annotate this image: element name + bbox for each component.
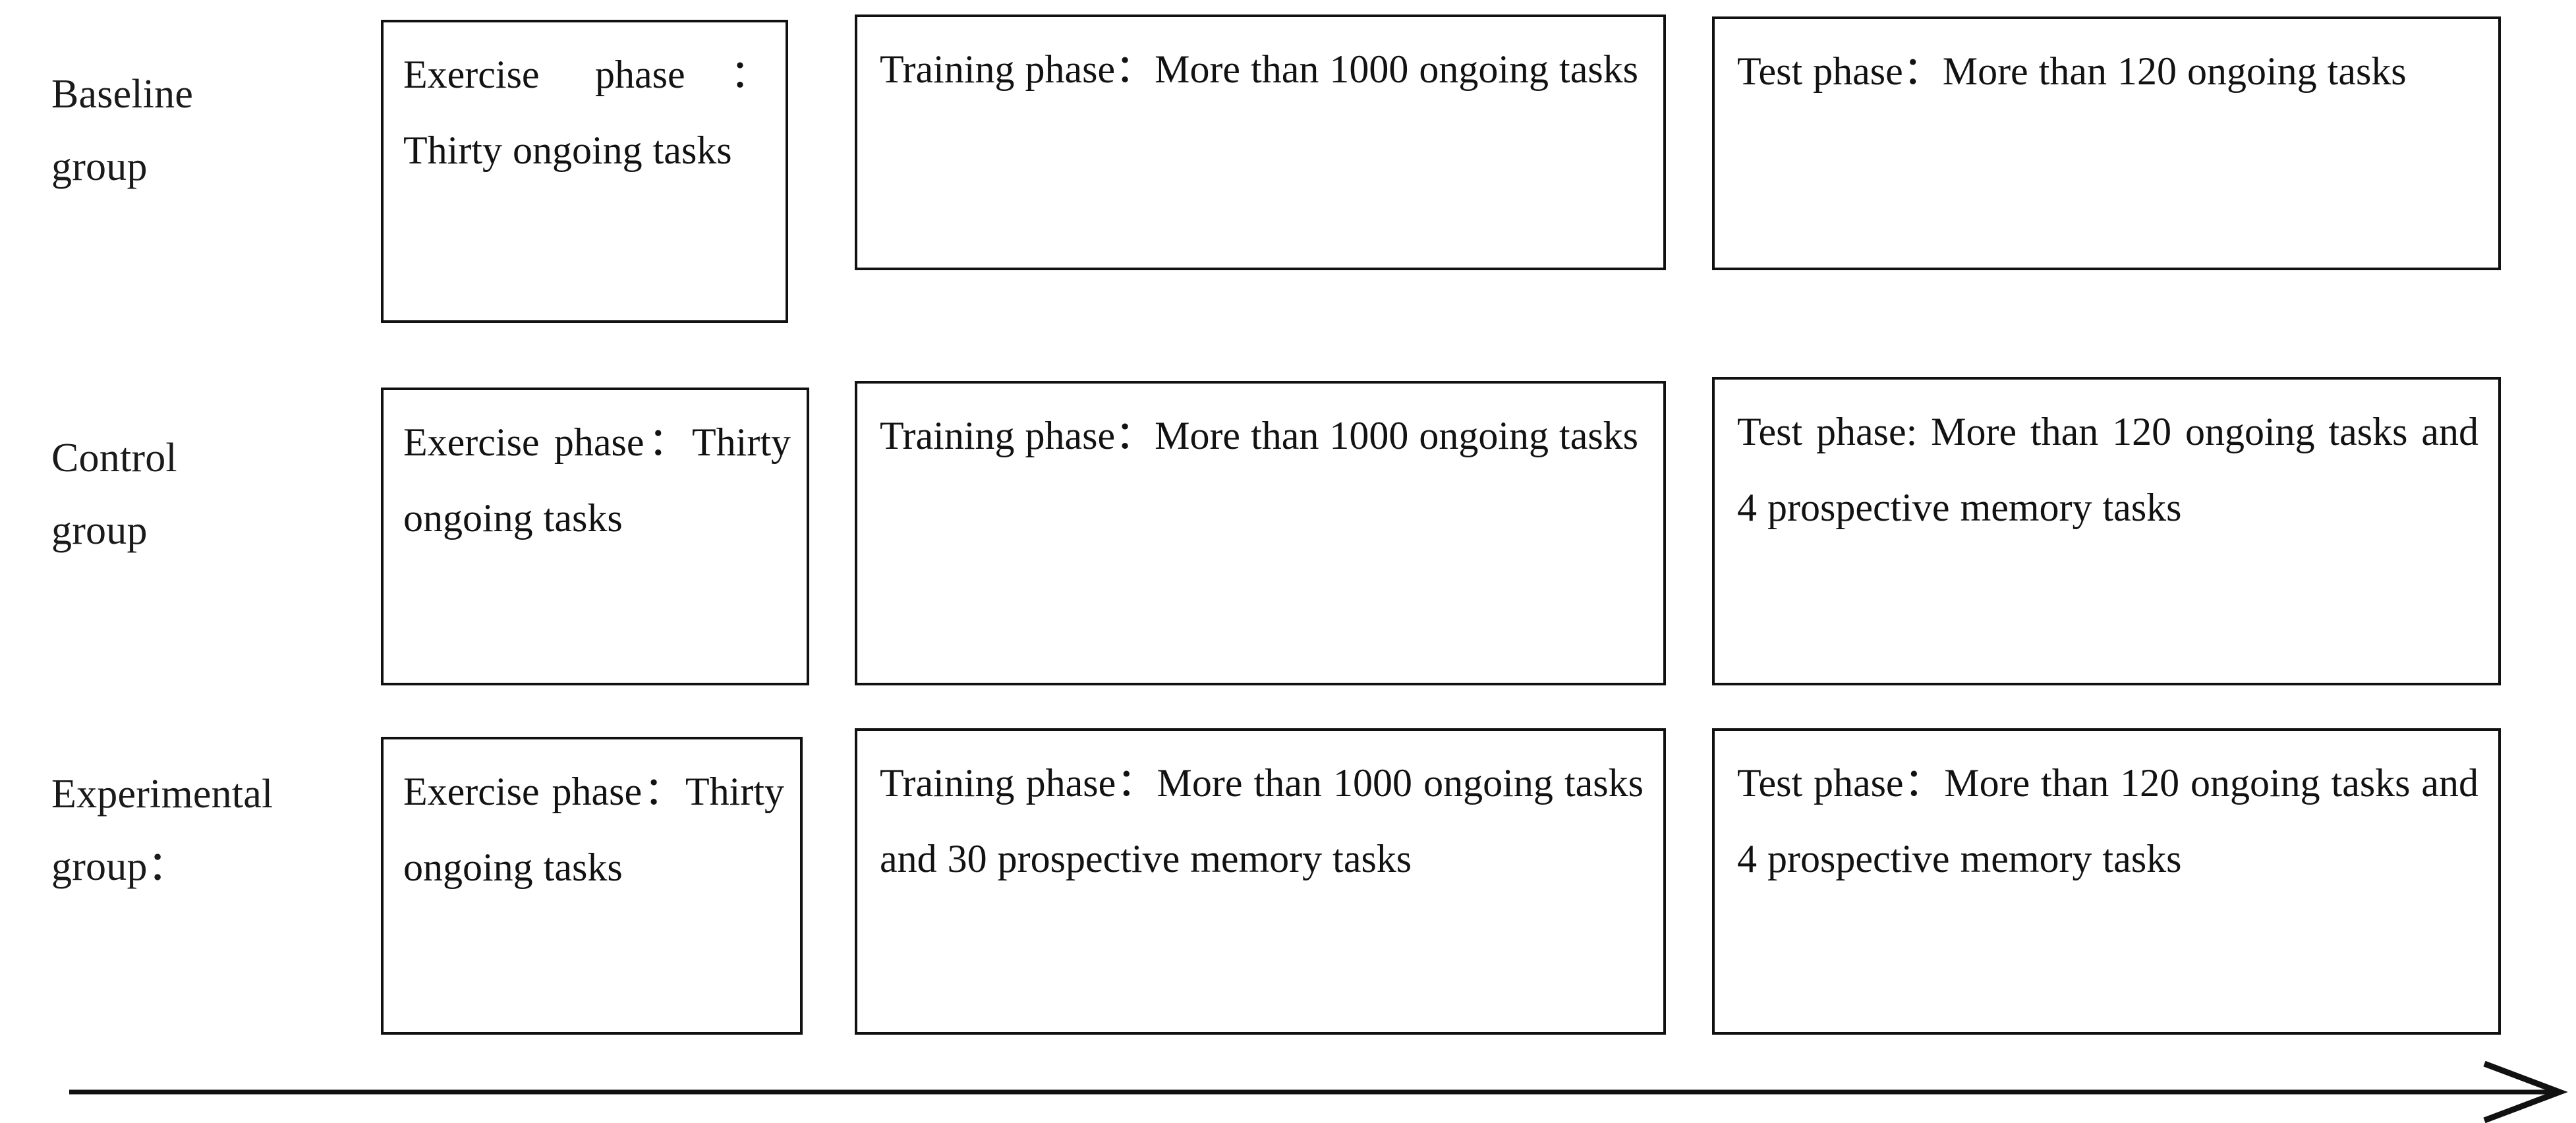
timeline-arrow-icon [69,1060,2568,1123]
phase-box-experimental-exercise: Exercise phase：Thirty ongoing tasks [381,737,803,1035]
row-label-baseline: Baseline group [51,72,194,190]
phase-text-control-test: Test phase: More than 120 ongoing tasks … [1737,410,2478,530]
phase-text-baseline-test: Test phase：More than 120 ongoing tasks [1737,49,2407,93]
row-label-experimental: Experimental group： [51,772,273,890]
phase-box-control-exercise: Exercise phase：Thirty ongoing tasks [381,388,809,685]
phase-text-control-training: Training phase：More than 1000 ongoing ta… [880,414,1639,457]
phase-text-control-exercise: Exercise phase：Thirty ongoing tasks [403,420,791,540]
phase-box-baseline-training: Training phase：More than 1000 ongoing ta… [855,14,1666,270]
phase-text-baseline-exercise: Exercise phase：Thirty ongoing tasks [403,53,770,173]
phase-text-experimental-training: Training phase：More than 1000 ongoing ta… [880,761,1644,881]
phase-box-baseline-exercise: Exercise phase：Thirty ongoing tasks [381,20,788,323]
phase-text-baseline-training: Training phase：More than 1000 ongoing ta… [880,47,1639,91]
phase-box-experimental-training: Training phase：More than 1000 ongoing ta… [855,728,1666,1035]
phase-box-experimental-test: Test phase：More than 120 ongoing tasks a… [1712,728,2501,1035]
row-label-control: Control group [51,436,177,554]
phase-box-control-test: Test phase: More than 120 ongoing tasks … [1712,377,2501,685]
phase-box-control-training: Training phase：More than 1000 ongoing ta… [855,381,1666,685]
phase-text-experimental-test: Test phase：More than 120 ongoing tasks a… [1737,761,2478,881]
phase-box-baseline-test: Test phase：More than 120 ongoing tasks [1712,16,2501,270]
phase-text-experimental-exercise: Exercise phase：Thirty ongoing tasks [403,770,784,890]
